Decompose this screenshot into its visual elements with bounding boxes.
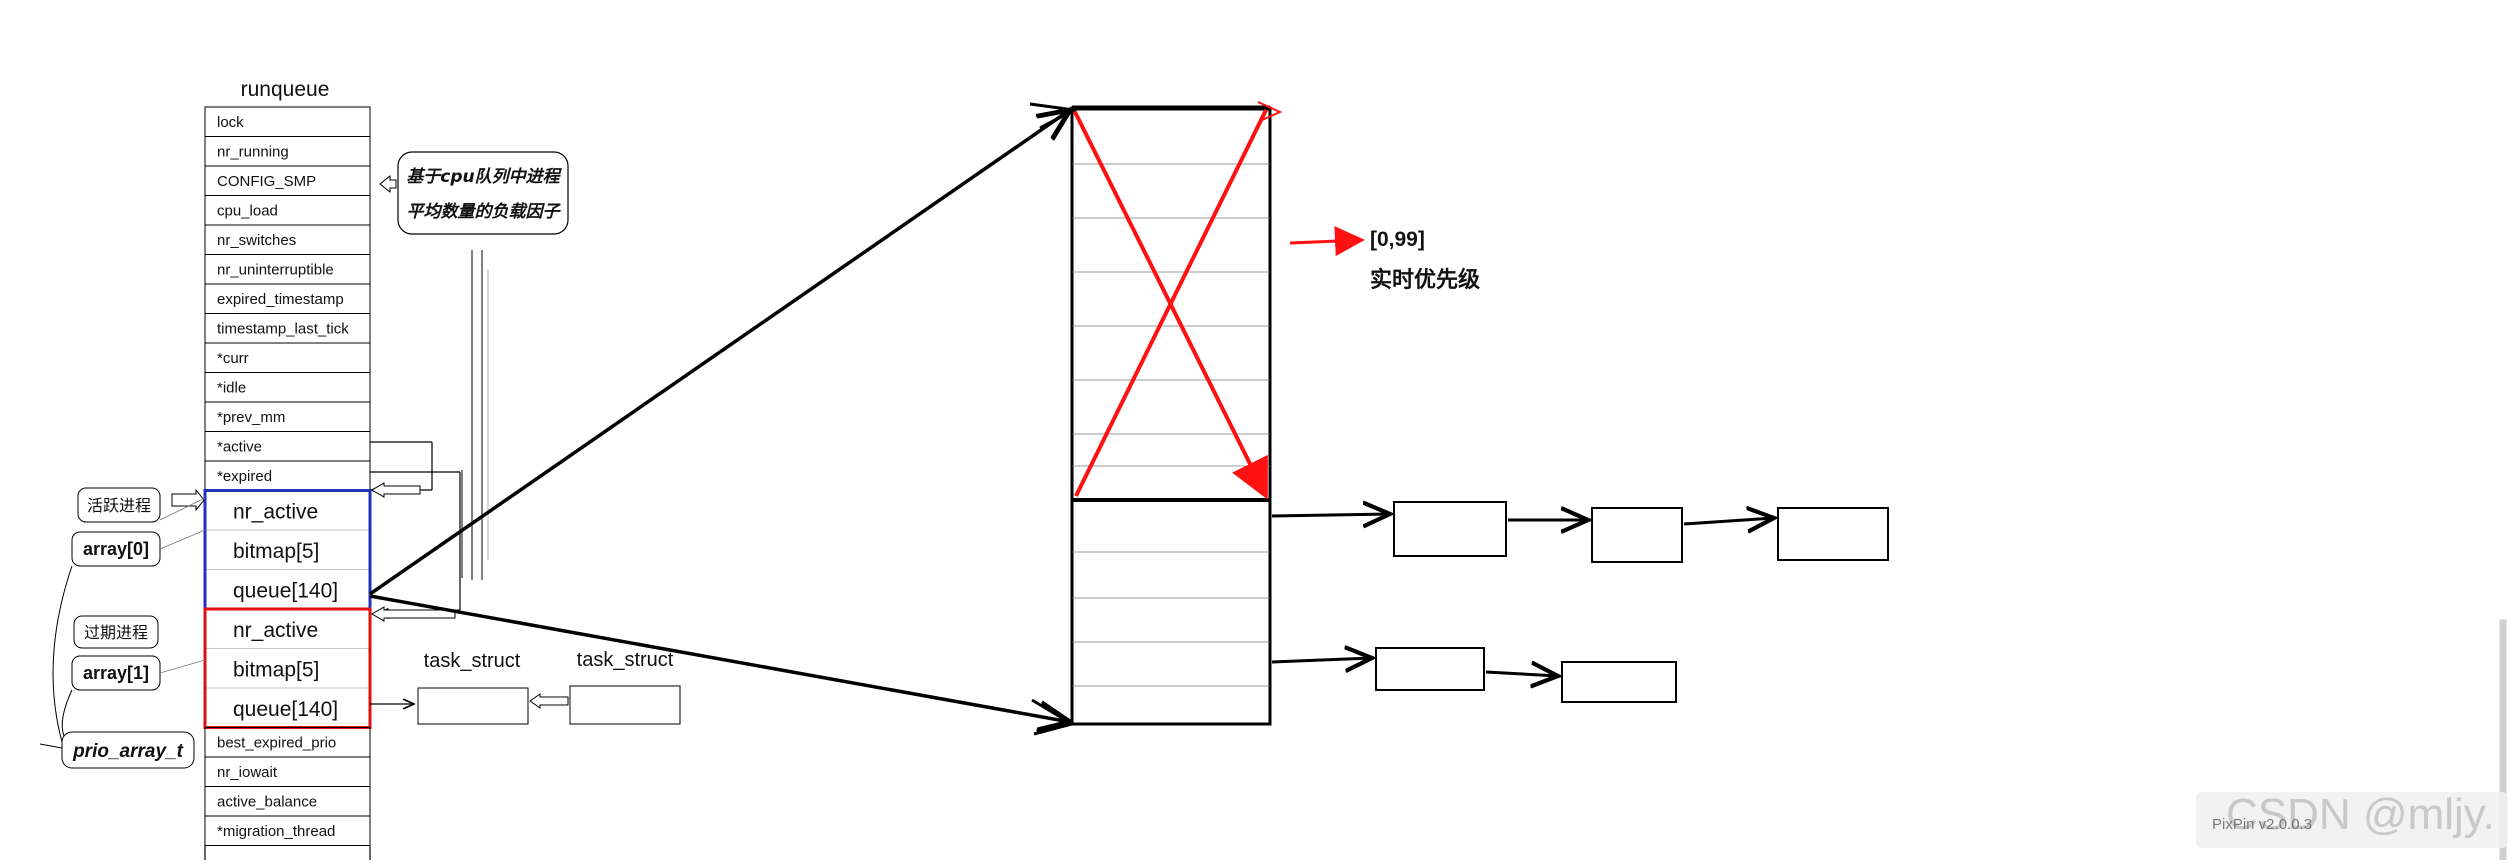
runqueue-field-label: lock — [217, 114, 244, 131]
realtime-range-label: [0,99] — [1370, 228, 1425, 251]
load-factor-callout-line2: 平均数量的负载因子 — [407, 202, 562, 222]
runqueue-field-label: *curr — [217, 350, 249, 367]
runqueue-field-label: expired_timestamp — [217, 291, 344, 308]
task-struct-label-2: task_struct — [577, 649, 674, 671]
runqueue-field-label: *expired — [217, 468, 272, 485]
array1-field-label: queue[140] — [233, 698, 338, 721]
prio-array-pointer — [40, 744, 62, 748]
array1-label: array[1] — [83, 663, 149, 683]
runqueue-field-label: *active — [217, 439, 262, 456]
array1-label-connector — [160, 660, 205, 673]
runqueue-field-label: active_balance — [217, 794, 317, 811]
list2-link-1 — [1272, 658, 1372, 662]
runqueue-field-label: timestamp_last_tick — [217, 321, 349, 338]
array0-field-label: nr_active — [233, 501, 318, 524]
runqueue-field-label: nr_uninterruptible — [217, 262, 334, 279]
prio-array-t-label: prio_array_t — [72, 741, 184, 762]
list2-link-2 — [1486, 672, 1558, 676]
list1-node-2 — [1592, 508, 1682, 562]
task-struct-box-1 — [418, 688, 528, 724]
array0-label-connector — [160, 530, 205, 549]
runqueue-field-label: nr_switches — [217, 232, 296, 249]
runqueue-title: runqueue — [241, 78, 330, 101]
runqueue-field-label: *idle — [217, 380, 246, 397]
list2-node-1 — [1376, 648, 1484, 690]
task-struct-label-1: task_struct — [424, 650, 521, 672]
prio-array-bracket-mid — [62, 690, 72, 736]
load-factor-callout-line1: 基于cpu队列中进程 — [406, 167, 562, 187]
list2-node-2 — [1562, 662, 1676, 702]
runqueue-field-label: cpu_load — [217, 203, 278, 220]
active-hollow-arrow-icon — [372, 483, 420, 497]
realtime-range-arrow — [1290, 240, 1362, 243]
task-struct-box-2 — [570, 686, 680, 724]
array0-field-label: bitmap[5] — [233, 540, 319, 563]
realtime-priority-label: 实时优先级 — [1370, 267, 1480, 293]
list1-link-1 — [1272, 514, 1390, 516]
priority-queue-table — [1072, 108, 1270, 724]
array1-field-label: nr_active — [233, 619, 318, 642]
array0-field-label: queue[140] — [233, 580, 338, 603]
list1-link-3 — [1684, 518, 1774, 524]
runqueue-field-label: CONFIG_SMP — [217, 173, 316, 190]
runqueue-field-label: *migration_thread — [217, 823, 335, 840]
task-link-arrow-icon — [530, 694, 568, 708]
list1-node-1 — [1394, 502, 1506, 556]
expired-process-label: 过期进程 — [84, 623, 148, 642]
list1-node-3 — [1778, 508, 1888, 560]
array1-field-label: bitmap[5] — [233, 659, 319, 682]
runqueue-field-label: nr_iowait — [217, 764, 278, 781]
runqueue-field-label: nr_running — [217, 144, 289, 161]
callout-pointer-icon — [380, 176, 396, 192]
watermark-badge: PixPin v2.0.0.3 — [2212, 816, 2312, 833]
array0-label: array[0] — [83, 539, 149, 559]
prio-array-bracket-top — [53, 566, 72, 742]
runqueue-field-label: best_expired_prio — [217, 735, 336, 752]
active-process-label: 活跃进程 — [87, 496, 151, 515]
active-process-arrow-icon — [172, 490, 204, 510]
runqueue-field-label: *prev_mm — [217, 409, 285, 426]
